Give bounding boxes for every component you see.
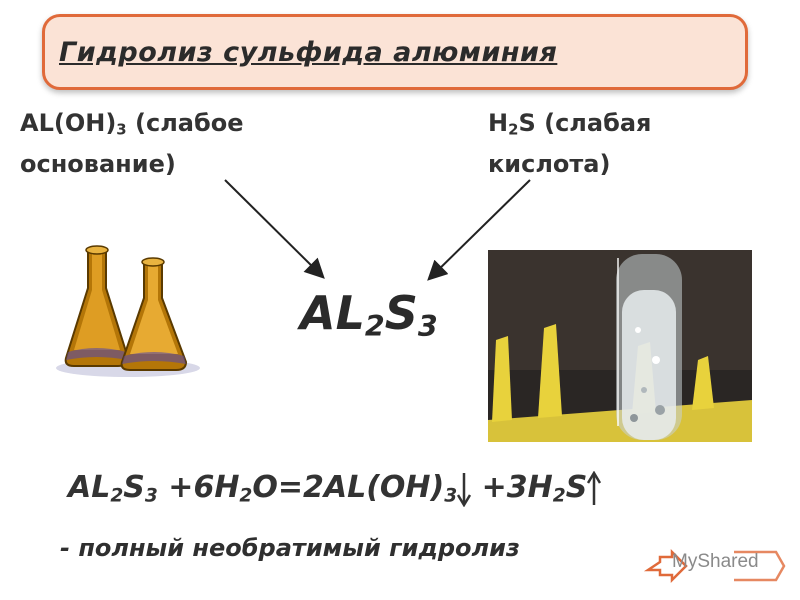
watermark-text: MyShared: [672, 551, 759, 572]
precipitate-arrow-down-icon: [457, 472, 472, 507]
base-label-line2: основание): [20, 149, 176, 178]
test-tube-photo: [488, 250, 752, 442]
flasks-illustration: [56, 245, 200, 377]
page-title: Гидролиз сульфида алюминия: [59, 37, 558, 68]
reaction-equation: AL2S3 +6H2O=2AL(OH)3 +3H2S: [68, 470, 602, 507]
myshared-logo: [643, 548, 786, 584]
acid-label: H2S (слабая кислота): [488, 106, 788, 181]
gas-arrow-up-icon: [587, 470, 602, 505]
hydrolysis-note: - полный необратимый гидролиз: [60, 534, 520, 562]
salt-formula: AL2S3: [300, 286, 438, 344]
acid-label-line1: H2S (слабая: [488, 109, 652, 139]
pointer-arrow-left: [224, 179, 325, 279]
base-label: AL(OH)3 (слабое основание): [20, 106, 330, 181]
base-label-line1: AL(OH)3 (слабое: [20, 109, 244, 139]
acid-label-line2: кислота): [488, 149, 611, 178]
title-banner: Гидролиз сульфида алюминия: [42, 14, 748, 90]
